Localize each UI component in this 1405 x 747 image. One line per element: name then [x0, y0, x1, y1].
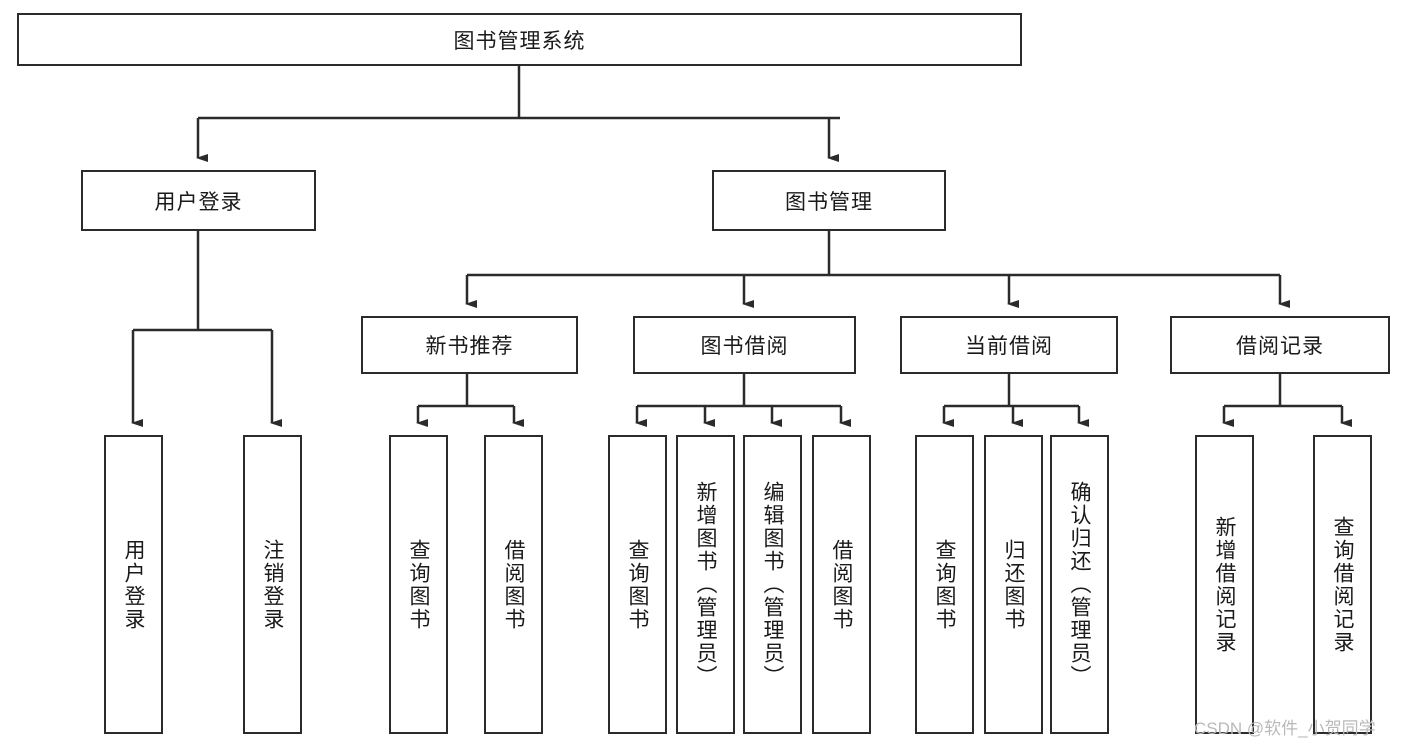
node-user-login[interactable]: 用户登录 [81, 170, 316, 231]
leaf-current-confirm-return-admin[interactable]: 确认归还（管理员） [1050, 435, 1109, 734]
leaf-borrow-borrow-book[interactable]: 借阅图书 [812, 435, 871, 734]
leaf-current-query-book[interactable]: 查询图书 [915, 435, 974, 734]
node-book-management[interactable]: 图书管理 [712, 170, 946, 231]
leaf-user-login-login[interactable]: 用户登录 [104, 435, 163, 734]
leaf-borrow-query-book[interactable]: 查询图书 [608, 435, 667, 734]
leaf-record-add-record[interactable]: 新增借阅记录 [1195, 435, 1254, 734]
node-current-borrow[interactable]: 当前借阅 [900, 316, 1118, 374]
leaf-current-return-book[interactable]: 归还图书 [984, 435, 1043, 734]
leaf-record-query-record[interactable]: 查询借阅记录 [1313, 435, 1372, 734]
leaf-recommend-query-book[interactable]: 查询图书 [389, 435, 448, 734]
leaf-borrow-edit-book-admin[interactable]: 编辑图书（管理员） [743, 435, 802, 734]
leaf-recommend-borrow-book[interactable]: 借阅图书 [484, 435, 543, 734]
node-borrow-record[interactable]: 借阅记录 [1170, 316, 1390, 374]
node-new-book-recommend[interactable]: 新书推荐 [361, 316, 578, 374]
csdn-watermark: CSDN @软件_小贺同学 [1194, 719, 1376, 738]
leaf-user-login-logout[interactable]: 注销登录 [243, 435, 302, 734]
leaf-borrow-add-book-admin[interactable]: 新增图书（管理员） [676, 435, 735, 734]
node-root-system[interactable]: 图书管理系统 [17, 13, 1022, 66]
node-book-borrow[interactable]: 图书借阅 [633, 316, 856, 374]
